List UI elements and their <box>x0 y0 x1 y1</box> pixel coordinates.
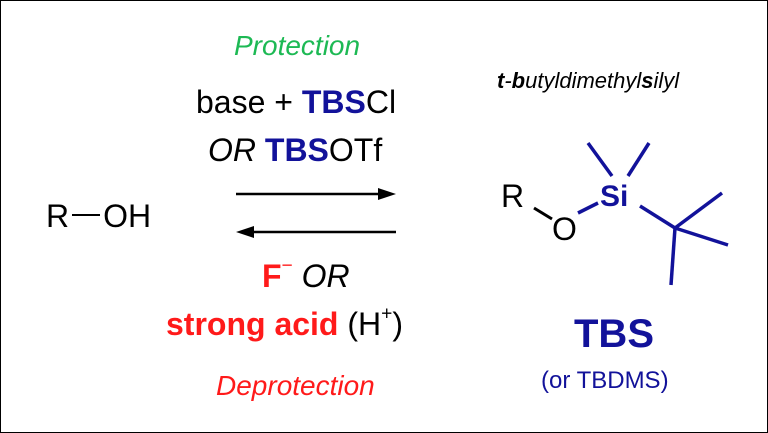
product-si: Si <box>600 180 628 213</box>
reactant-bond <box>72 213 101 216</box>
acid-charge: + <box>381 303 393 325</box>
or-text: OR <box>301 258 350 294</box>
fluoride-text: F <box>262 258 282 294</box>
acid-close: ) <box>392 306 403 342</box>
group-abbreviation: TBS <box>574 312 654 356</box>
deprotection-label: Deprotection <box>216 370 375 401</box>
reactant: R OH <box>46 198 151 235</box>
protection-reagents-line2: OR TBSOTf <box>208 132 382 169</box>
base-text: base + <box>196 84 302 120</box>
tbs-text: TBS <box>301 84 366 120</box>
name-dash: - <box>504 68 512 93</box>
reactant-r: R <box>46 198 70 234</box>
group-full-name: t-butyldimethylsilyl <box>497 68 679 94</box>
fluoride-charge: − <box>281 255 293 277</box>
deprotection-reagents-line1: F− OR <box>262 255 350 295</box>
cl-text: Cl <box>365 84 397 120</box>
name-utyldimethyl: utyldimethyl <box>525 68 642 93</box>
name-b: b <box>511 68 526 93</box>
product-r: R <box>501 178 524 214</box>
deprotection-reagents-line2: strong acid (H+) <box>166 303 403 343</box>
acid-open: (H <box>347 306 382 342</box>
forward-arrow <box>236 188 396 200</box>
strong-acid-text: strong acid <box>166 306 339 342</box>
tbs-ether-structure: R O Si <box>501 141 729 286</box>
name-t: t <box>497 68 505 93</box>
tbs-text: TBS <box>264 132 329 168</box>
protection-reagents-line1: base + TBSCl <box>196 84 396 121</box>
product-o: O <box>552 211 577 247</box>
protection-label: Protection <box>234 30 361 61</box>
name-ilyl: ilyl <box>653 68 680 93</box>
group-alt-name: (or TBDMS) <box>541 367 669 394</box>
otf-text: OTf <box>328 132 383 168</box>
reactant-oh: OH <box>103 198 152 234</box>
name-s: s <box>641 68 654 93</box>
or-text: OR <box>208 132 265 168</box>
reverse-arrow <box>236 226 396 238</box>
